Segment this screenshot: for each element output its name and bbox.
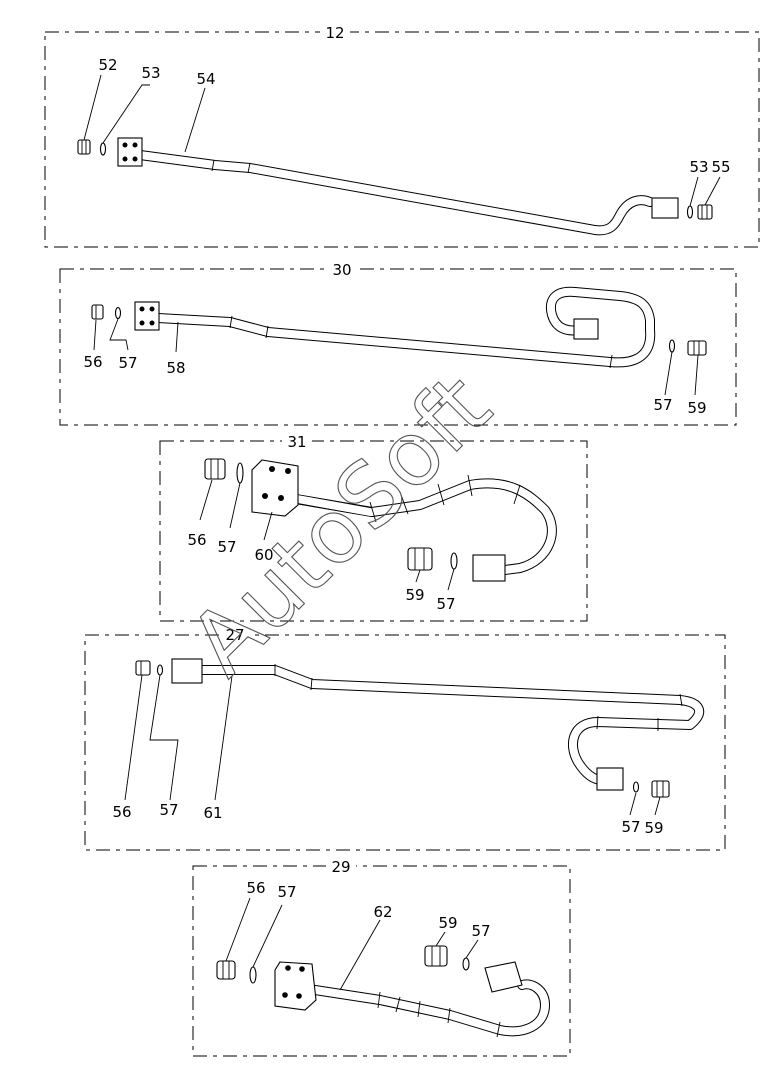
callout-56: 56: [112, 803, 131, 821]
banjo-bolt-56: [204, 458, 226, 480]
pipe-clamp-block: [134, 301, 160, 331]
callout-59: 59: [405, 586, 424, 604]
assembly-group-30: 30 56 57 58 57 59: [59, 261, 737, 426]
callout-56: 56: [187, 531, 206, 549]
fitting-55: [697, 204, 713, 220]
callout-57: 57: [159, 801, 178, 819]
assembly-group-27: 27 56 57 61 57 59: [84, 626, 726, 851]
callout-53: 53: [141, 64, 160, 82]
fitting-59: [424, 945, 448, 967]
assembly-group-31: 31 56 57 60 59 57: [159, 433, 588, 622]
callout-57: 57: [118, 354, 137, 372]
watermark: AutoSoft: [170, 355, 510, 695]
washer-57b: [632, 781, 640, 793]
pipe-clamp-block: [274, 961, 317, 1011]
banjo-bolt-56: [91, 304, 104, 320]
group-frame: [59, 268, 737, 426]
callout-54: 54: [196, 70, 215, 88]
pipe-clamp-block: [251, 459, 299, 517]
banjo-bolt-56: [135, 660, 151, 676]
union-nut: [651, 197, 679, 219]
fitting-59: [687, 340, 707, 356]
fitting-59: [407, 547, 433, 571]
washer-53b: [686, 205, 694, 219]
union-nut-right: [596, 767, 624, 791]
callout-57-right: 57: [436, 595, 455, 613]
callout-53-right: 53: [689, 158, 708, 176]
callout-57-right: 57: [653, 396, 672, 414]
assembly-group-29: 29 56 57 62 59 57: [192, 858, 571, 1057]
group-frame: [44, 31, 760, 248]
callout-59: 59: [438, 914, 457, 932]
callout-57: 57: [217, 538, 236, 556]
callout-57: 57: [277, 883, 296, 901]
callout-59: 59: [687, 399, 706, 417]
callout-56: 56: [246, 879, 265, 897]
washer-57: [156, 664, 164, 676]
callout-62: 62: [373, 903, 392, 921]
callout-56: 56: [83, 353, 102, 371]
callout-61: 61: [203, 804, 222, 822]
washer-57b: [668, 339, 676, 353]
callout-57-right: 57: [471, 922, 490, 940]
callout-57-right: 57: [621, 818, 640, 836]
group-frame: [84, 634, 726, 851]
banjo-bolt-56: [216, 960, 236, 980]
washer-57: [236, 462, 244, 484]
group-frame: [192, 865, 571, 1057]
washer-53: [99, 142, 107, 156]
union-nut: [573, 318, 599, 340]
frame-label-gap: [320, 24, 350, 40]
washer-57: [114, 306, 122, 320]
washer-57: [249, 966, 257, 984]
callout-52: 52: [98, 56, 117, 74]
group-label: 31: [287, 433, 306, 451]
washer-57b: [450, 552, 458, 570]
frame-label-gap: [220, 627, 250, 643]
union-nut-left: [171, 658, 203, 684]
union-nut: [484, 961, 523, 993]
group-label: 27: [225, 626, 244, 644]
frame-label-gap: [282, 433, 312, 449]
union-nut: [472, 554, 506, 582]
callout-58: 58: [166, 359, 185, 377]
callout-59: 59: [644, 819, 663, 837]
washer-57b: [462, 957, 470, 971]
callout-60: 60: [254, 546, 273, 564]
assembly-group-12: 12 52 53 54 53 55: [44, 24, 760, 248]
group-label: 29: [331, 858, 350, 876]
group-frame: [159, 440, 588, 622]
fitting-59: [651, 780, 670, 798]
group-label: 30: [332, 261, 351, 279]
callout-55: 55: [711, 158, 730, 176]
group-label: 12: [325, 24, 344, 42]
frame-label-gap: [325, 261, 359, 277]
frame-label-gap: [326, 858, 356, 874]
banjo-bolt-52: [77, 139, 91, 155]
pipe-clamp-block: [117, 137, 143, 167]
